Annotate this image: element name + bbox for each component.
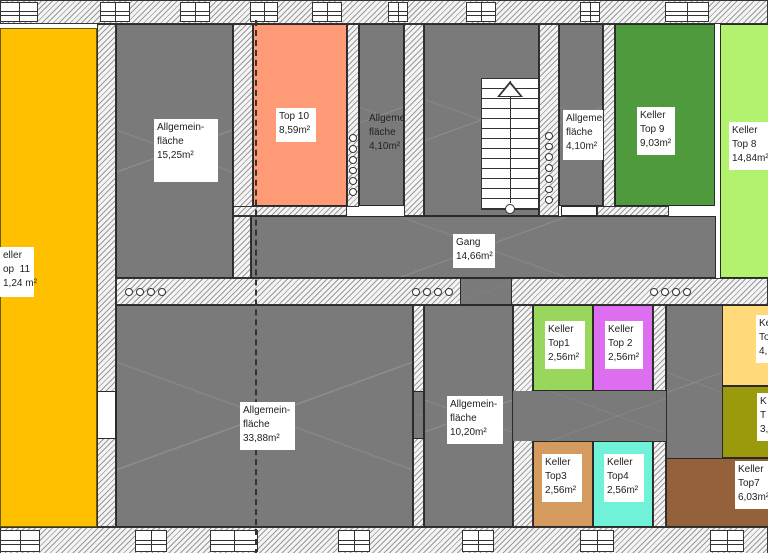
label-allgemein-4-10-a: Allgemein- fläche 4,10m²: [369, 113, 417, 152]
duct-shaft: [404, 278, 460, 305]
label-keller-top-5: Ke To 4,: [756, 315, 768, 363]
wall-inner: [233, 216, 251, 278]
wall-inner: [653, 305, 666, 391]
label-allgemein-33-88: Allgemein- fläche 33,88m²: [240, 402, 295, 450]
wall-inner: [603, 24, 615, 216]
window: [462, 530, 494, 552]
label-top-10: Top 10 8,59m²: [276, 108, 316, 142]
label-keller-top-3: Keller Top3 2,56m²: [542, 454, 582, 502]
room-passage: [460, 278, 512, 305]
window: [580, 530, 614, 552]
duct-shaft: [117, 278, 173, 305]
label-keller-top-4: Keller Top4 2,56m²: [604, 454, 644, 502]
wall-inner: [116, 278, 768, 305]
wall-inner: [404, 24, 424, 216]
duct-shaft: [543, 131, 555, 205]
window: [338, 530, 370, 552]
window: [0, 2, 38, 22]
label-keller-top-8: Keller Top 8 14,84m²: [729, 122, 768, 170]
window: [0, 530, 40, 552]
window: [466, 2, 496, 22]
wall-inner: [653, 441, 666, 527]
door-opening: [413, 391, 424, 439]
staircase: [481, 78, 539, 214]
label-allgemein-4-10-b: Allgemein- fläche 4,10m²: [563, 110, 613, 160]
window: [388, 2, 408, 22]
staircase-start-circle-icon: [505, 204, 515, 214]
staircase-arrow-inner: [500, 84, 520, 96]
dimension-strip: [0, 553, 768, 560]
label-keller-top-2: Keller Top 2 2,56m²: [605, 321, 643, 369]
room-keller-top-9: [615, 24, 715, 206]
window: [135, 530, 167, 552]
window: [710, 530, 744, 552]
label-keller-top-7: Keller Top7 6,03m²: [735, 461, 768, 509]
wall-inner: [233, 206, 347, 216]
wall-bottom: [0, 527, 768, 554]
room-allgemein-right: [666, 305, 723, 460]
window: [312, 2, 342, 22]
label-gang: Gang 14,66m²: [453, 234, 495, 268]
window: [210, 530, 258, 552]
door-opening: [561, 206, 597, 216]
wall-inner: [97, 24, 116, 527]
section-line: [255, 20, 257, 555]
label-keller-top-9: Keller Top 9 9,03m²: [637, 107, 675, 155]
label-keller-top-1: Keller Top1 2,56m²: [545, 321, 585, 369]
door-opening: [97, 391, 116, 439]
wall-inner: [597, 206, 669, 216]
label-allgemein-10-20: Allgemein- fläche 10,20m²: [447, 396, 503, 444]
room-allgemein-10-20: [424, 305, 513, 527]
wall-inner: [539, 24, 559, 216]
label-allgemein-15-25: Allgemein- fläche 15,25m²: [154, 119, 218, 182]
label-keller-top-11: eller op 11 1,24 m²: [0, 247, 37, 297]
window: [580, 2, 600, 22]
window: [665, 2, 709, 22]
window: [180, 2, 210, 22]
duct-shaft: [642, 278, 698, 305]
label-keller-top-6: K T 3,: [757, 393, 768, 441]
staircase-walk-line: [510, 81, 511, 203]
room-allgemein-4-10-a: [359, 24, 404, 206]
window: [100, 2, 130, 22]
wall-inner: [233, 24, 253, 207]
window: [250, 2, 278, 22]
duct-shaft: [347, 134, 359, 196]
